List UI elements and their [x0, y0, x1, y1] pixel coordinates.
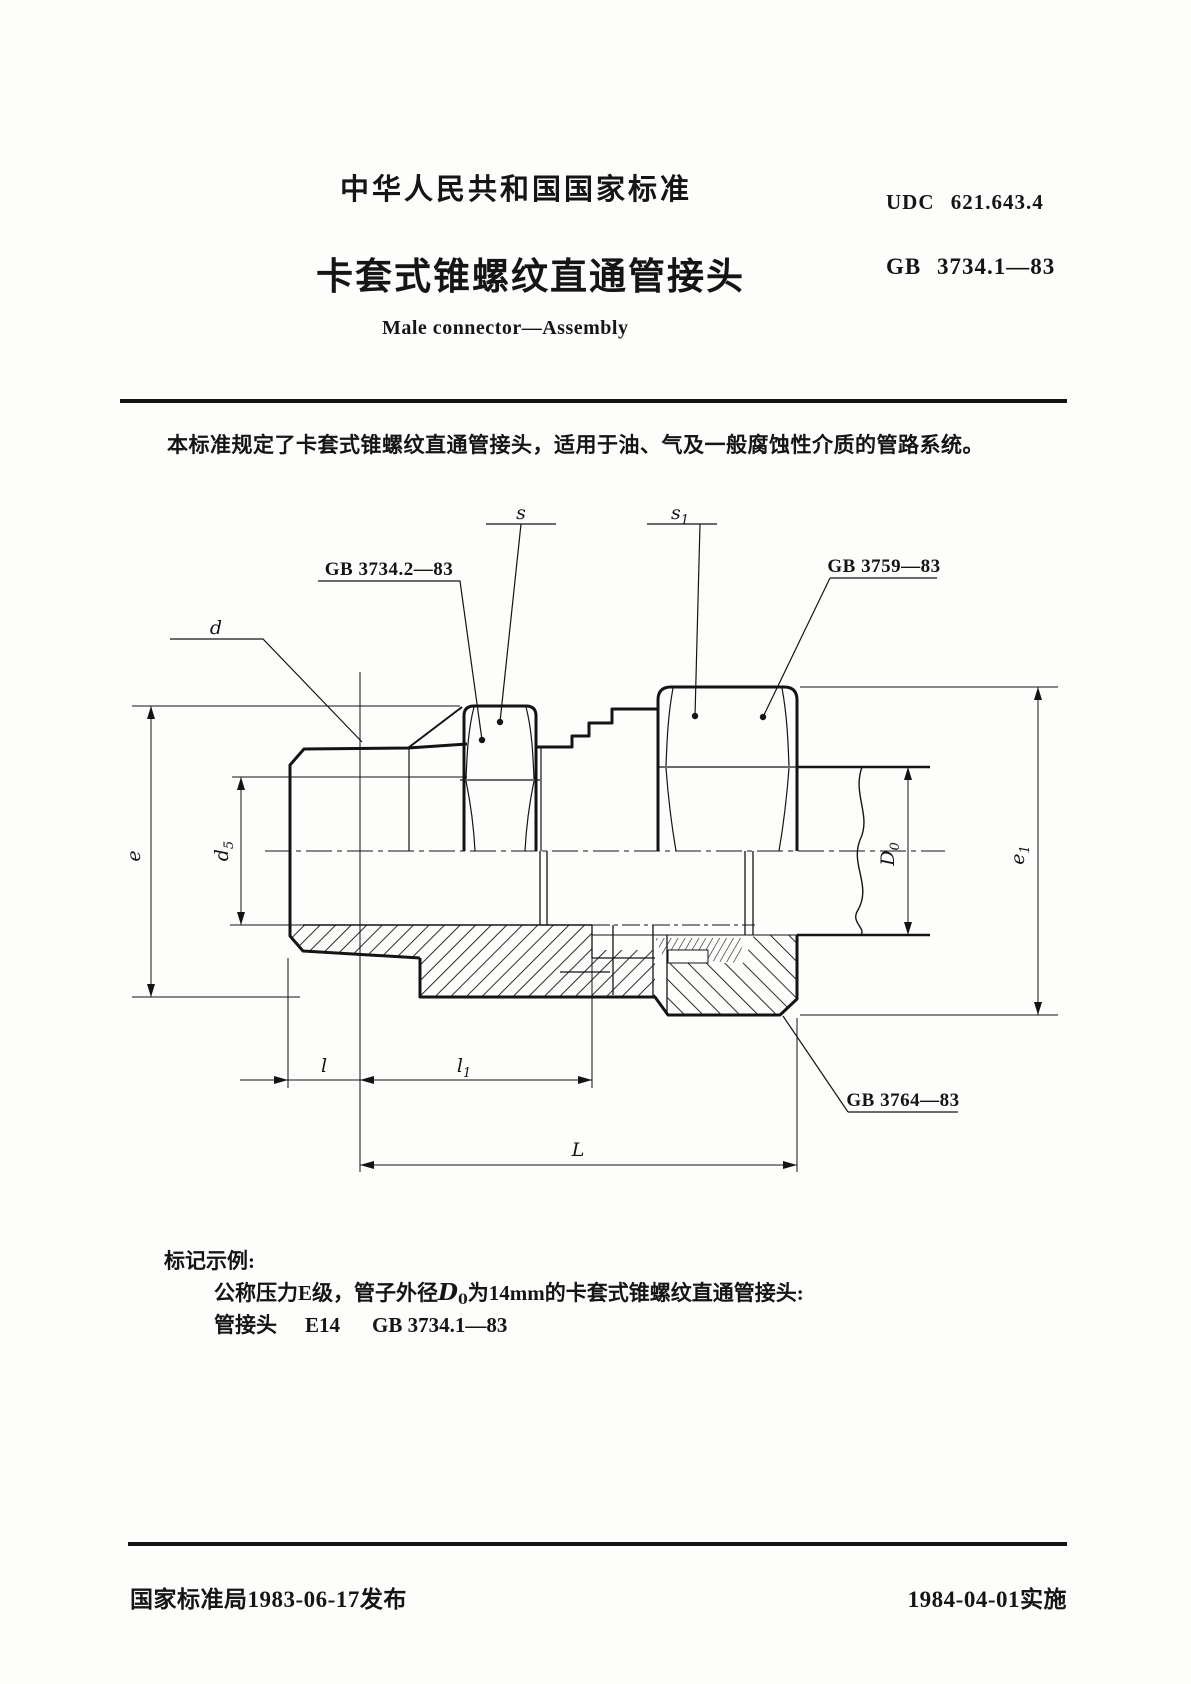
nut-wall-section: [667, 935, 797, 1015]
english-subtitle: Male connector—Assembly: [382, 317, 629, 339]
body-standard-label: GB 3734.2—83: [325, 559, 453, 580]
nut-standard-label: GB 3759—83: [827, 556, 940, 577]
example-item: 管接头: [214, 1313, 277, 1337]
neck-steps-outline: [536, 707, 658, 749]
dim-label-l: l: [321, 1055, 327, 1077]
dim-label-l1: l1: [457, 1055, 471, 1081]
dimension-D0: D0: [877, 767, 912, 935]
callout-s1: s1: [647, 502, 717, 720]
callout-s: s: [486, 502, 556, 726]
diameter-symbol-sub: 0: [457, 1292, 468, 1308]
national-standard-heading: 中华人民共和国国家标准: [340, 174, 693, 206]
dim-label-s: s: [516, 502, 526, 524]
thread-chamfer-cone: [407, 706, 463, 749]
body-wall-section: [420, 925, 655, 997]
example-line1-pre: 公称压力E级，管子外径: [214, 1281, 439, 1305]
footer-divider: [128, 1542, 1067, 1546]
extension-lines: [132, 672, 1058, 1172]
dimension-l-l1: l l1: [240, 1055, 592, 1084]
fitting-outline: [288, 685, 930, 1017]
dimension-L: L: [360, 1139, 797, 1169]
header-divider: [120, 399, 1067, 403]
dim-label-e: e: [123, 850, 145, 861]
section-hatching: [292, 925, 797, 1015]
standard-code: GB 3734.1—83: [886, 254, 1056, 279]
dim-label-s1: s1: [671, 502, 689, 528]
dim-label-d5: d5: [211, 841, 237, 861]
example-line1: 公称压力E级，管子外径D0为14mm的卡套式锥螺纹直通管接头:: [214, 1277, 804, 1308]
udc-number: UDC 621.643.4: [886, 190, 1044, 214]
dimension-d5: d5: [211, 777, 245, 925]
callout-nut-standard: GB 3759—83: [759, 556, 940, 721]
footer-effective-date: 1984-04-01实施: [907, 1587, 1067, 1612]
scope-paragraph: 本标准规定了卡套式锥螺纹直通管接头，适用于油、气及一般腐蚀性介质的管路系统。: [167, 433, 984, 457]
dim-label-L: L: [571, 1139, 585, 1161]
nut-thread-engagement-lines: [560, 957, 655, 973]
ferrule-inner-face: [667, 949, 709, 964]
example-heading: 标记示例:: [164, 1249, 255, 1273]
example-standard-code: GB 3734.1—83: [372, 1313, 508, 1337]
dim-label-D0: D0: [877, 842, 903, 867]
callout-ferrule-standard: GB 3764—83: [782, 1015, 959, 1113]
example-line2: 管接头 E14 GB 3734.1—83: [214, 1309, 507, 1339]
ferrule-standard-label: GB 3764—83: [846, 1090, 959, 1111]
dim-label-e1: e1: [1007, 845, 1033, 865]
diameter-symbol: D: [438, 1279, 458, 1306]
union-nut-facet-curves: [665, 687, 790, 852]
example-model: E14: [305, 1313, 341, 1337]
callout-d: d: [170, 617, 363, 743]
callout-body-standard: GB 3734.2—83: [318, 559, 486, 744]
thread-wall-section: [292, 925, 420, 958]
footer-issued-date: 国家标准局1983-06-17发布: [130, 1587, 407, 1612]
dimension-e: e: [123, 706, 155, 997]
dimension-e1: e1: [1007, 687, 1042, 1015]
body-hex-facet-curves: [465, 706, 535, 852]
dim-label-d: d: [210, 617, 222, 639]
page-title: 卡套式锥螺纹直通管接头: [316, 257, 745, 298]
section-silhouette: [418, 935, 799, 1017]
example-line1-post: 为14mm的卡套式锥螺纹直通管接头:: [467, 1281, 804, 1305]
union-nut-outline: [656, 685, 799, 851]
body-hex-outline: [462, 704, 538, 851]
pipe-break-line: [855, 766, 865, 936]
